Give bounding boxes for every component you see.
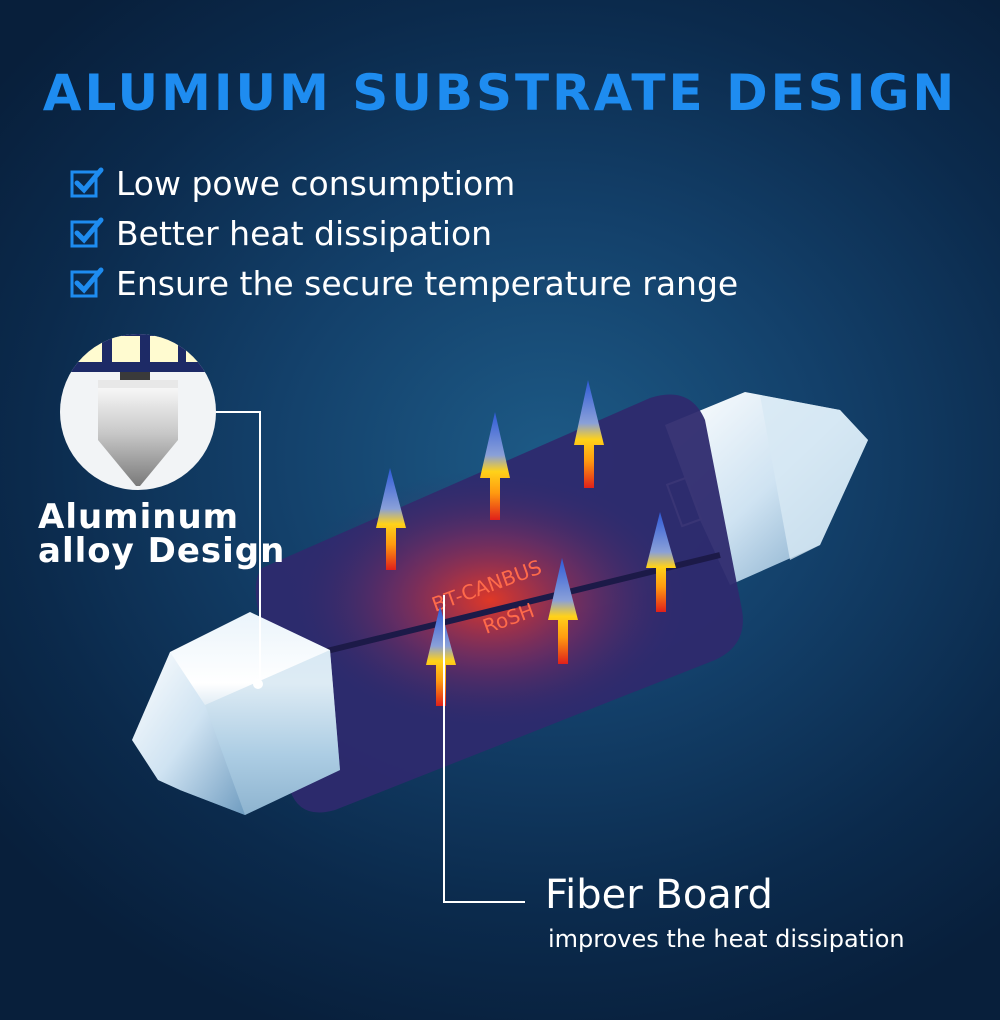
aluminum-zoom-circle — [60, 334, 216, 490]
feature-item: Ensure the secure temperature range — [70, 258, 738, 308]
aluminum-callout-line — [212, 411, 261, 684]
heat-arrow — [426, 606, 456, 706]
feature-text: Low powe consumptiom — [116, 163, 516, 203]
fiber-callout-title: Fiber Board — [545, 872, 773, 918]
feature-item: Low powe consumptiom — [70, 158, 738, 208]
heat-arrows — [376, 380, 676, 706]
heat-arrow — [646, 512, 676, 612]
page-title: ALUMIUM SUBSTRATE DESIGN — [42, 64, 958, 122]
feature-text: Better heat dissipation — [116, 213, 493, 253]
aluminum-callout-line2: alloy Design — [38, 531, 286, 571]
aluminum-callout-dot — [253, 679, 263, 689]
fiber-callout-subtitle: improves the heat dissipation — [548, 925, 905, 953]
aluminum-callout-label: Aluminum alloy Design — [38, 500, 285, 568]
fiber-callout-line — [443, 595, 525, 903]
feature-list: Low powe consumptiom Better heat dissipa… — [70, 158, 738, 308]
checkbox-icon — [70, 267, 104, 298]
feature-item: Better heat dissipation — [70, 208, 738, 258]
checkbox-icon — [70, 167, 104, 198]
aluminum-callout-line1: Aluminum — [38, 497, 240, 537]
feature-text: Ensure the secure temperature range — [116, 263, 739, 303]
checkbox-icon — [70, 217, 104, 248]
heat-arrow — [480, 412, 510, 520]
heat-arrow — [574, 380, 604, 488]
heat-arrow — [376, 468, 406, 570]
left-metal-cap — [132, 612, 340, 815]
heat-arrow — [548, 558, 578, 664]
